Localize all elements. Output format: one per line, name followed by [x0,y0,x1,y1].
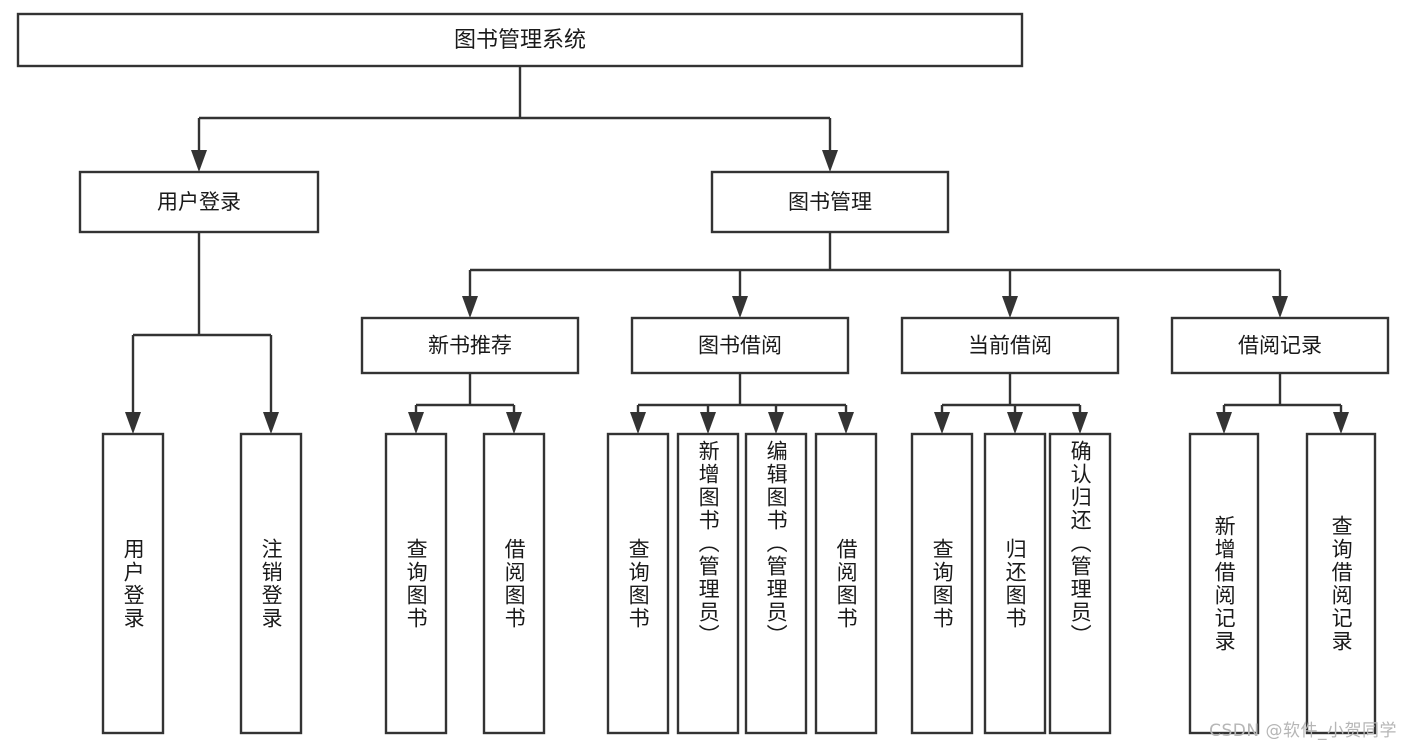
node-new-book-recommend-label: 新书推荐 [428,334,512,358]
node-root-box[interactable] [16,12,1024,68]
arrow-head-icon [191,150,207,172]
node-leaf-query-book-1-box[interactable] [384,432,448,735]
node-user-login-label: 用户登录 [157,190,241,214]
arrow-head-icon [732,296,748,318]
node-book-manage-label: 图书管理 [788,190,872,214]
connector-layer [125,66,1349,434]
node-leaf-query-book-3-box[interactable] [910,432,974,735]
arrow-head-icon [506,412,522,434]
arrow-head-icon [1216,412,1232,434]
arrow-head-icon [630,412,646,434]
arrow-head-icon [1072,412,1088,434]
arrow-head-icon [768,412,784,434]
node-new-book-recommend-box[interactable] [360,316,580,375]
node-leaf-borrow-book-2-box[interactable] [814,432,878,735]
arrow-head-icon [700,412,716,434]
node-leaf-add-borrow-record-box[interactable] [1188,432,1260,735]
watermark-credit: CSDN @软件_小贺同学 [1209,721,1397,741]
arrow-head-icon [408,412,424,434]
arrow-head-icon [822,150,838,172]
arrow-head-icon [125,412,141,434]
node-book-borrow-label: 图书借阅 [698,334,782,358]
node-leaf-query-book-2-box[interactable] [606,432,670,735]
node-leaf-edit-book-admin-box[interactable] [744,432,808,735]
arrow-head-icon [1007,412,1023,434]
node-leaf-user-login-box[interactable] [101,432,165,735]
node-root-label: 图书管理系统 [454,28,586,53]
node-leaf-borrow-book-1-box[interactable] [482,432,546,735]
node-leaf-query-borrow-record-box[interactable] [1305,432,1377,735]
node-current-borrow-label: 当前借阅 [968,334,1052,358]
arrow-head-icon [1272,296,1288,318]
node-leaf-logout-login-box[interactable] [239,432,303,735]
arrow-head-icon [1002,296,1018,318]
arrow-head-icon [263,412,279,434]
node-borrow-record-label: 借阅记录 [1238,334,1322,358]
node-leaf-return-book-box[interactable] [983,432,1047,735]
arrow-head-icon [1333,412,1349,434]
arrow-head-icon [462,296,478,318]
node-leaf-add-book-admin-box[interactable] [676,432,740,735]
node-leaf-confirm-return-box[interactable] [1048,432,1112,735]
node-box-layer [16,12,1390,735]
node-current-borrow-box[interactable] [900,316,1120,375]
arrow-head-icon [934,412,950,434]
node-book-borrow-box[interactable] [630,316,850,375]
arrow-head-icon [838,412,854,434]
node-borrow-record-box[interactable] [1170,316,1390,375]
node-user-login-box[interactable] [78,170,320,234]
node-book-manage-box[interactable] [710,170,950,234]
